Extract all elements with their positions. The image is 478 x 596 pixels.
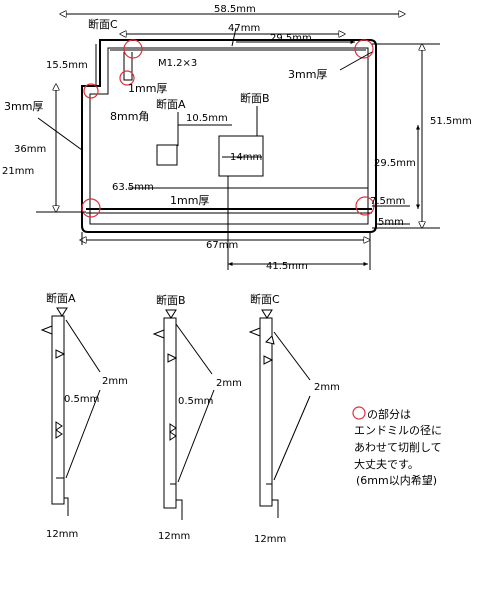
dim-51-5-text: 51.5mm — [430, 116, 472, 127]
section-b-view: 断面B 2mm 0.5mm 12mm — [152, 293, 242, 542]
dim-21-text: 21mm — [2, 166, 34, 177]
section-b-step — [170, 483, 183, 520]
corner-circle-tl — [123, 39, 143, 59]
section-a-title: 断面A — [46, 291, 76, 305]
section-b-2mm-text: 2mm — [216, 378, 242, 389]
section-c-arrow-3 — [263, 355, 274, 365]
t3-left-text: 3mm厚 — [4, 100, 43, 113]
section-b-wall — [163, 317, 177, 509]
section-c-label: 断面C — [88, 17, 118, 31]
note-line-2: エンドミルの径に — [354, 424, 442, 437]
section-b-05-text: 0.5mm — [178, 396, 213, 407]
corner-circle-tr — [354, 39, 374, 59]
dim-10-5-text: 10.5mm — [186, 113, 228, 124]
section-a-2mm-text: 2mm — [102, 376, 128, 387]
section-a-label: 断面A — [156, 97, 186, 111]
dim-15-5-text: 15.5mm — [46, 60, 88, 71]
section-c-step — [266, 483, 279, 518]
section-a-step — [56, 477, 69, 516]
dim-63-5-text: 63.5mm — [112, 182, 154, 193]
section-c-marker-icon — [261, 309, 273, 319]
dim-47-text: 47mm — [228, 23, 260, 34]
dim-67-text: 67mm — [206, 240, 238, 251]
section-c-title: 断面C — [250, 292, 280, 306]
section-b-arrow-4 — [169, 431, 177, 441]
t3-leader — [339, 51, 373, 71]
outer-outline — [81, 39, 377, 233]
note-line-1: の部分は — [367, 407, 411, 421]
section-c-arrow-2 — [265, 335, 275, 345]
section-b-arrow-1 — [152, 329, 165, 339]
section-c-wall — [259, 317, 273, 507]
t1-bottom-text: 1mm厚 — [170, 194, 209, 207]
section-b-rect — [218, 135, 264, 177]
t3-right-text: 3mm厚 — [288, 68, 327, 81]
note-line-3: あわせて切削して — [354, 440, 442, 454]
section-a-arrow-2 — [55, 349, 66, 359]
section-b-arrow-3 — [169, 423, 177, 433]
dim-36-text: 36mm — [14, 144, 46, 155]
section-c-2mm-text: 2mm — [314, 382, 340, 393]
section-a-2mm-leader — [65, 319, 101, 373]
section-c-2mm-leader-b — [273, 395, 311, 481]
t3-left-leader — [37, 117, 83, 151]
section-b-title: 断面B — [156, 293, 186, 307]
section-b-label: 断面B — [240, 91, 270, 105]
section-a-05-text: 0.5mm — [64, 394, 99, 405]
section-c-12mm-text: 12mm — [254, 534, 286, 545]
dim-5-text: 5mm — [378, 217, 404, 228]
dim-41-5-text: 41.5mm — [266, 261, 308, 272]
section-a-marker-icon — [56, 307, 68, 317]
section-c-2mm-leader — [273, 331, 311, 381]
note-line-4: 大丈夫です。 — [354, 457, 419, 471]
dim-29-5-text: 29.5mm — [270, 33, 312, 44]
section-a-12mm-text: 12mm — [46, 529, 78, 540]
dim-14-text: 14mm — [230, 152, 262, 163]
corner-circle-notch — [119, 70, 135, 86]
note-line-5: (6mm以内希望) — [356, 473, 437, 487]
section-c-arrow-1 — [248, 327, 261, 337]
m12-leader — [231, 27, 237, 47]
section-b-2mm-leader-b — [177, 389, 215, 483]
corner-circle-bl — [81, 198, 101, 218]
corner-circle-step — [83, 83, 99, 99]
section-a-view: 断面A 2mm 0.5mm 12mm — [40, 291, 128, 540]
dim-7-5-text: 7.5mm — [370, 196, 405, 207]
notch — [123, 52, 133, 81]
dim-58-5-text: 58.5mm — [214, 4, 256, 15]
section-a-arrow-3 — [55, 421, 63, 431]
section-a-rect — [156, 144, 178, 166]
section-b-arrow-2 — [167, 353, 178, 363]
top-view: 58.5mm 47mm 29.5mm M1.2×3 15.5mm 3mm厚 1m… — [2, 4, 472, 272]
section-b-marker-icon — [165, 309, 177, 319]
section-b-12mm-text: 12mm — [158, 531, 190, 542]
dim-29-5-v-text: 29.5mm — [374, 158, 416, 169]
note: の部分は エンドミルの径に あわせて切削して 大丈夫です。 (6mm以内希望) — [352, 406, 442, 487]
section-a-arrow-1 — [40, 325, 53, 335]
inner-outline — [89, 47, 369, 225]
m12-text: M1.2×3 — [158, 58, 197, 69]
t1-top-text: 1mm厚 — [128, 82, 167, 95]
section-a-wall — [51, 315, 65, 505]
section-a-2mm-leader-b — [65, 389, 101, 479]
note-red-circle-icon — [352, 406, 366, 420]
section-a-arrow-4 — [55, 429, 63, 439]
section-c-view: 断面C 2mm 12mm — [248, 292, 340, 545]
sq8-text: 8mm角 — [110, 110, 149, 123]
section-b-2mm-leader — [175, 323, 213, 375]
